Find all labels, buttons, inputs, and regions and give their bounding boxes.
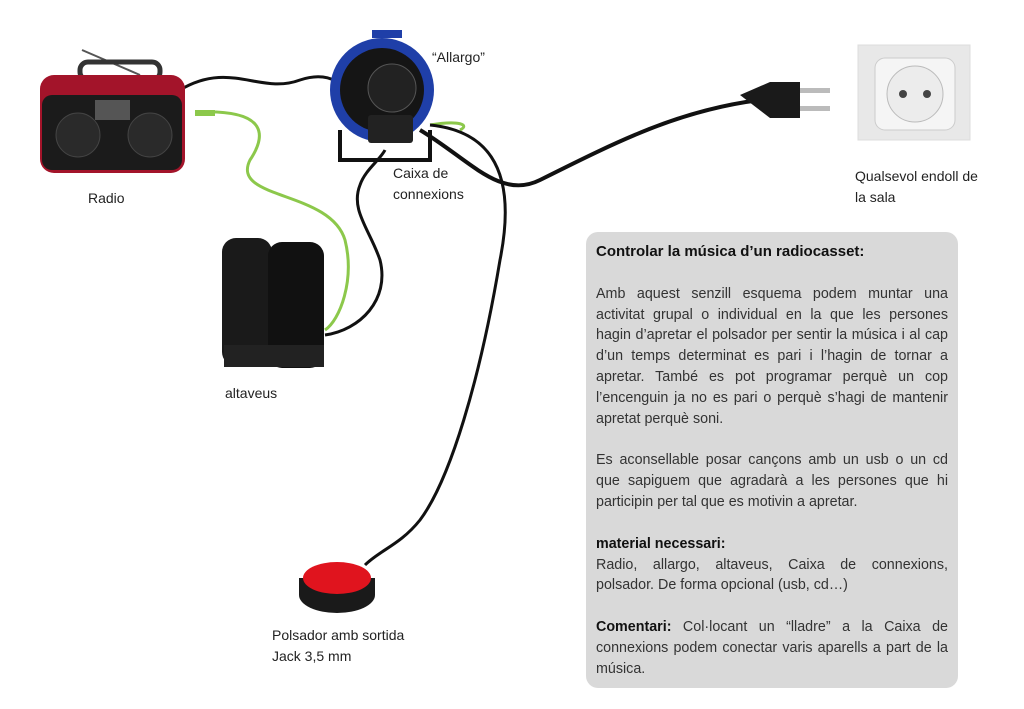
speaker-cable bbox=[324, 149, 387, 337]
info-box: Controlar la música d’un radiocasset: Am… bbox=[586, 232, 958, 688]
endoll-label: Qualsevol endoll de la sala bbox=[855, 168, 978, 205]
polsador-label: Polsador amb sortida Jack 3,5 mm bbox=[272, 627, 405, 664]
green-jack-cable bbox=[429, 121, 466, 132]
green-audio-cable bbox=[199, 110, 350, 332]
push-button-image bbox=[299, 562, 375, 613]
info-title: Controlar la música d’un radiocasset: bbox=[596, 243, 865, 260]
info-paragraph-1: Amb aquest senzill esquema podem muntar … bbox=[596, 285, 948, 427]
wall-socket-image bbox=[857, 44, 971, 141]
material-heading: material necessari: bbox=[596, 535, 726, 552]
radio-image bbox=[40, 49, 215, 173]
radio-label: Radio bbox=[88, 190, 125, 206]
info-paragraph-2: Es aconsellable posar cançons amb un usb… bbox=[596, 452, 948, 510]
speakers-image bbox=[222, 238, 324, 368]
power-cable-to-socket bbox=[418, 98, 761, 188]
button-cable bbox=[363, 123, 507, 567]
extension-reel-image bbox=[330, 30, 434, 162]
comment-text: Col·locant un “lladre” a la Caixa de con… bbox=[596, 619, 948, 677]
material-text: Radio, allargo, altaveus, Caixa de conne… bbox=[596, 556, 948, 594]
comment-heading: Comentari: bbox=[596, 619, 672, 636]
altaveus-label: altaveus bbox=[225, 385, 278, 401]
caixa-label: Caixa de connexions bbox=[393, 165, 464, 202]
plug-image bbox=[740, 82, 830, 118]
allargo-label: “Allargo” bbox=[432, 49, 485, 65]
